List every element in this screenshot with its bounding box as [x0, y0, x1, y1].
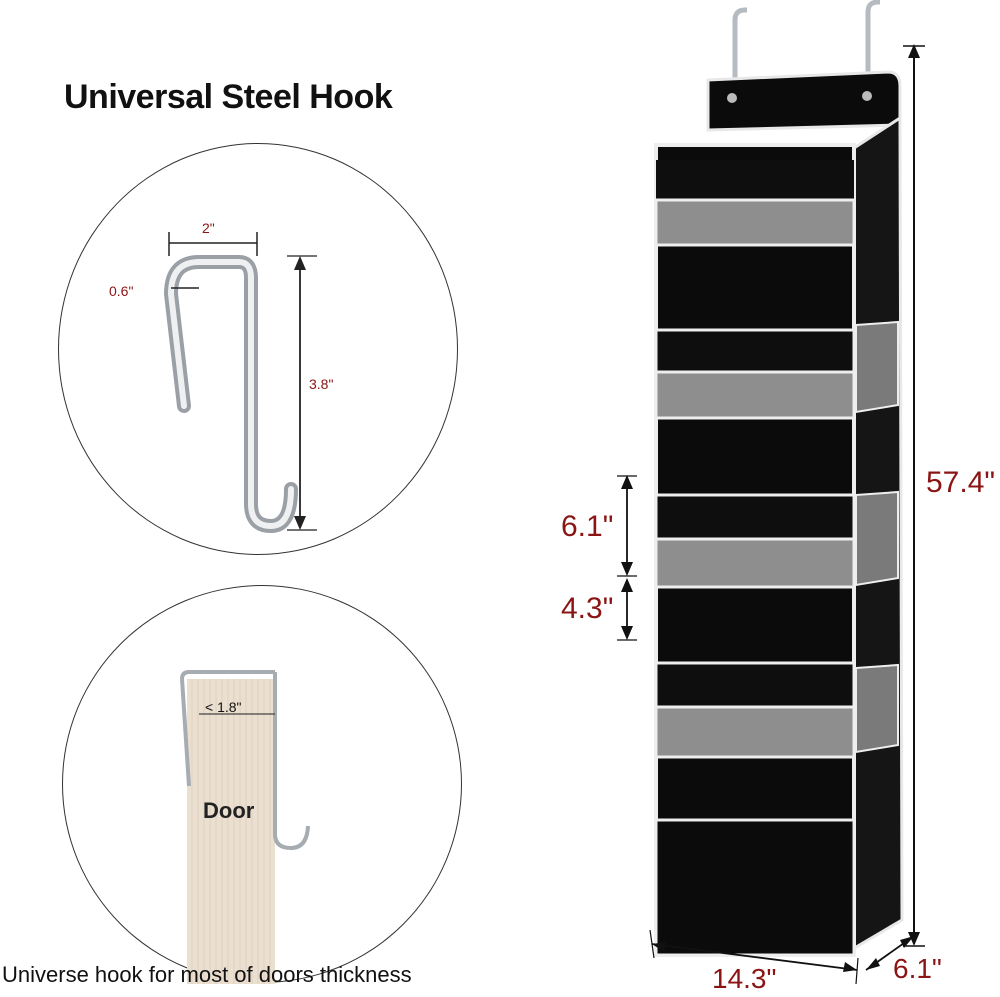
caption: Universe hook for most of doors thicknes…	[2, 962, 412, 987]
hook-gap-label: 0.6"	[109, 283, 134, 299]
page-title: Universal Steel Hook	[64, 78, 393, 116]
pocket-short-label: 4.3"	[561, 592, 614, 625]
organizer-width-label: 14.3"	[712, 963, 777, 994]
organizer-depth-label: 6.1"	[893, 953, 942, 984]
pocket-tall-label: 6.1"	[561, 510, 614, 543]
hook-height-label: 3.8"	[309, 376, 334, 392]
hook-width-label: 2"	[202, 220, 215, 236]
steel-hook-illustration	[163, 232, 317, 534]
door-fit-circle: < 1.8" Door	[62, 585, 462, 984]
hook-detail-circle: 2" 0.6" 3.8"	[58, 143, 458, 555]
door-thickness-label: < 1.8"	[205, 699, 242, 715]
organizer-height-label: 57.4"	[926, 466, 996, 499]
pocket-rows	[654, 160, 856, 957]
door-label: Door	[203, 798, 255, 823]
door-hook-illustration	[180, 670, 310, 984]
